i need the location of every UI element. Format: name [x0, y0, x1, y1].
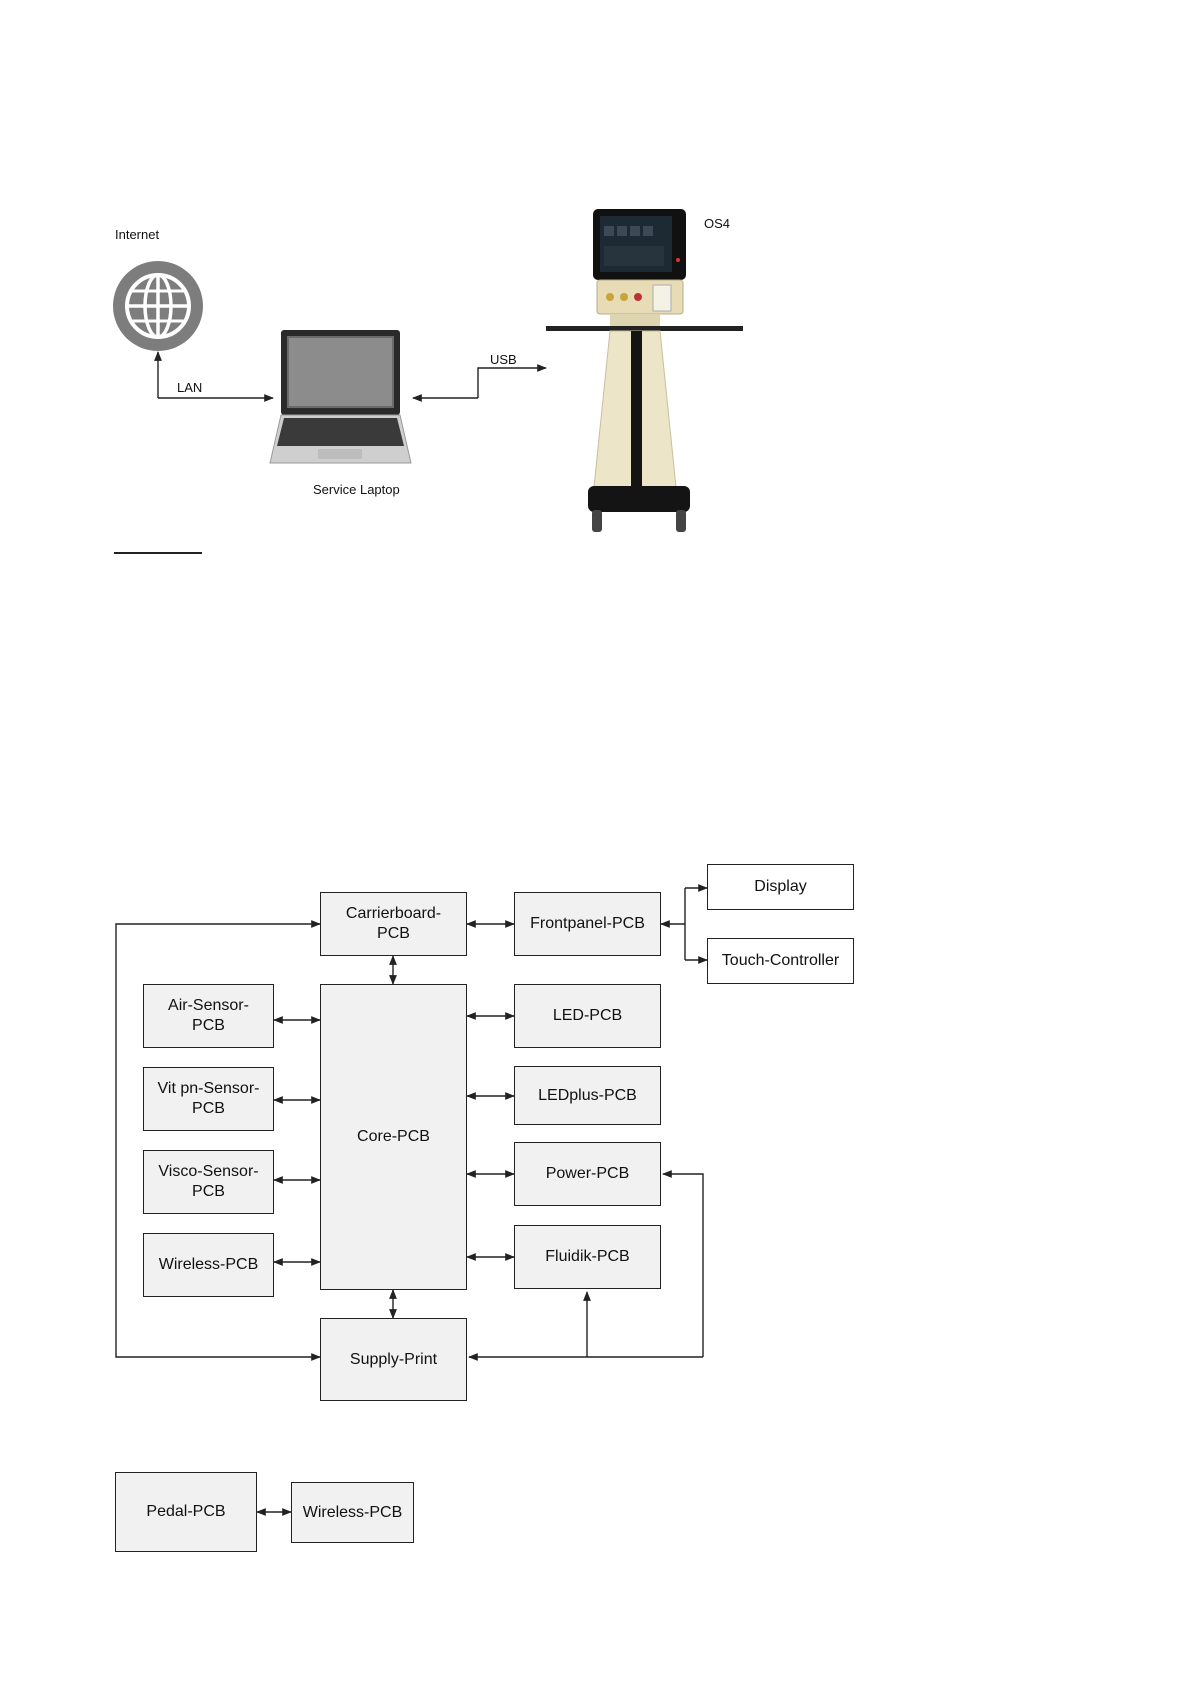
wireless-pcb-block: Wireless-PCB: [143, 1233, 274, 1297]
pedal-pcb-block: Pedal-PCB: [115, 1472, 257, 1552]
power-pcb-block: Power-PCB: [514, 1142, 661, 1206]
led-label: LED-PCB: [553, 1006, 622, 1026]
visco-sensor-line1: Visco-Sensor-: [158, 1162, 258, 1182]
supply-print-block: Supply-Print: [320, 1318, 467, 1401]
visco-sensor-pcb-block: Visco-Sensor-PCB: [143, 1150, 274, 1214]
wireless-pedal-label: Wireless-PCB: [303, 1503, 403, 1523]
display-block: Display: [707, 864, 854, 910]
wireless-pedal-pcb-block: Wireless-PCB: [291, 1482, 414, 1543]
core-pcb-block: Core-PCB: [320, 984, 467, 1290]
carrierboard-line1: Carrierboard-: [346, 904, 441, 924]
power-label: Power-PCB: [546, 1164, 630, 1184]
carrierboard-line2: PCB: [346, 924, 441, 944]
vit-sensor-pcb-block: Vit pn-Sensor-PCB: [143, 1067, 274, 1131]
visco-sensor-line2: PCB: [158, 1182, 258, 1202]
vit-sensor-line1: Vit pn-Sensor-: [158, 1079, 260, 1099]
ledplus-label: LEDplus-PCB: [538, 1086, 637, 1106]
frontpanel-pcb-block: Frontpanel-PCB: [514, 892, 661, 956]
vit-sensor-line2: PCB: [158, 1099, 260, 1119]
display-label: Display: [754, 877, 806, 897]
led-pcb-block: LED-PCB: [514, 984, 661, 1048]
core-label: Core-PCB: [357, 1127, 430, 1147]
fluidik-label: Fluidik-PCB: [545, 1247, 629, 1267]
fluidik-pcb-block: Fluidik-PCB: [514, 1225, 661, 1289]
carrierboard-pcb-block: Carrierboard-PCB: [320, 892, 467, 956]
air-sensor-pcb-block: Air-Sensor-PCB: [143, 984, 274, 1048]
wireless-left-label: Wireless-PCB: [159, 1255, 259, 1275]
air-sensor-line2: PCB: [168, 1016, 249, 1036]
touch-controller-block: Touch-Controller: [707, 938, 854, 984]
ledplus-pcb-block: LEDplus-PCB: [514, 1066, 661, 1125]
air-sensor-line1: Air-Sensor-: [168, 996, 249, 1016]
frontpanel-label: Frontpanel-PCB: [530, 914, 645, 934]
supply-label: Supply-Print: [350, 1350, 437, 1370]
touch-controller-label: Touch-Controller: [722, 951, 839, 971]
pedal-label: Pedal-PCB: [146, 1502, 225, 1522]
